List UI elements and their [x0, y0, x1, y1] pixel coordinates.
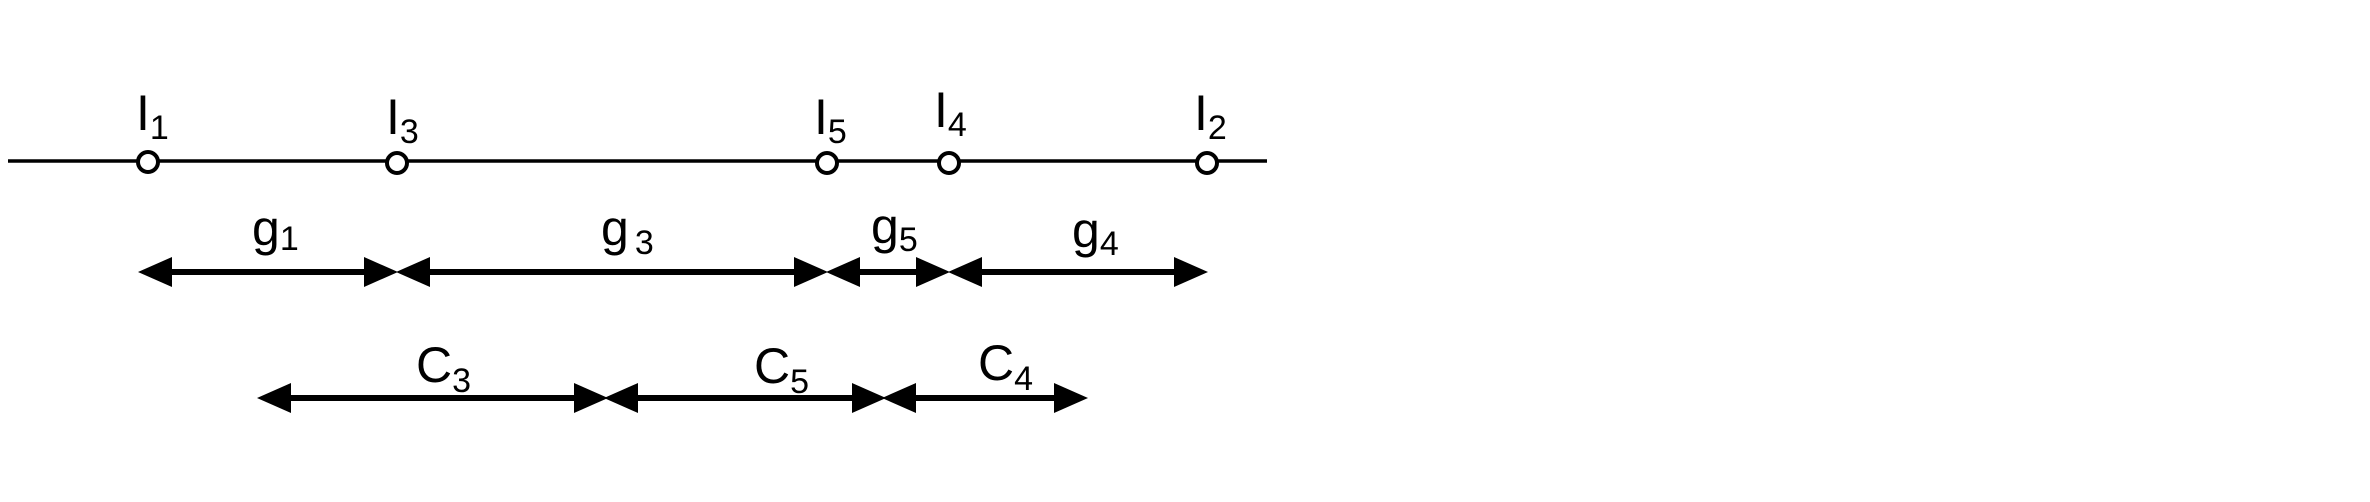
gap-label-g1: g1	[252, 200, 299, 258]
gap-label-sub: 5	[899, 221, 918, 259]
node-label-main: I	[386, 89, 400, 145]
span-label-C5: C5	[754, 338, 809, 401]
span-label-main: C	[978, 335, 1014, 391]
span-label-sub: 4	[1014, 360, 1033, 398]
span-label-C3: C3	[416, 337, 471, 400]
gap-label-main: g	[252, 200, 280, 256]
gap-label-sub: 3	[635, 224, 654, 262]
span-label-main: C	[754, 338, 790, 394]
node-I1	[136, 150, 160, 174]
node-label-I5: I5	[814, 89, 847, 151]
gap-label-sub: 4	[1100, 225, 1119, 263]
node-I4	[937, 151, 961, 175]
node-label-sub: 2	[1208, 109, 1227, 147]
gap-label-main: g	[1072, 202, 1100, 258]
node-I2	[1195, 151, 1219, 175]
span-arrow-C3	[257, 383, 608, 413]
node-label-I4: I4	[934, 82, 967, 144]
span-label-main: C	[416, 337, 452, 393]
gap-arrow-g5	[826, 257, 950, 287]
gap-arrow-g4	[948, 257, 1208, 287]
node-label-I3: I3	[386, 89, 419, 151]
node-label-main: I	[1194, 85, 1208, 141]
node-label-sub: 1	[150, 109, 169, 147]
gap-arrow-g1	[138, 257, 398, 287]
gap-arrow-g3	[396, 257, 828, 287]
node-label-I2: I2	[1194, 85, 1227, 147]
span-label-C4: C4	[978, 335, 1033, 398]
node-I3	[385, 151, 409, 175]
span-arrow-C5	[604, 383, 886, 413]
node-label-I1: I1	[136, 85, 169, 147]
span-label-sub: 3	[452, 362, 471, 400]
gap-label-g5: g5	[871, 198, 918, 259]
node-label-sub: 4	[948, 106, 967, 144]
gap-label-main: g	[601, 200, 629, 256]
gap-label-sub: 1	[280, 220, 299, 258]
node-label-sub: 5	[828, 113, 847, 151]
node-I5	[815, 151, 839, 175]
gap-label-g4: g4	[1072, 202, 1119, 263]
node-label-main: I	[934, 82, 948, 138]
node-label-main: I	[136, 85, 150, 141]
node-label-main: I	[814, 89, 828, 145]
gap-label-main: g	[871, 198, 899, 254]
span-label-sub: 5	[790, 363, 809, 401]
span-arrow-C4	[882, 383, 1088, 413]
node-label-sub: 3	[400, 113, 419, 151]
